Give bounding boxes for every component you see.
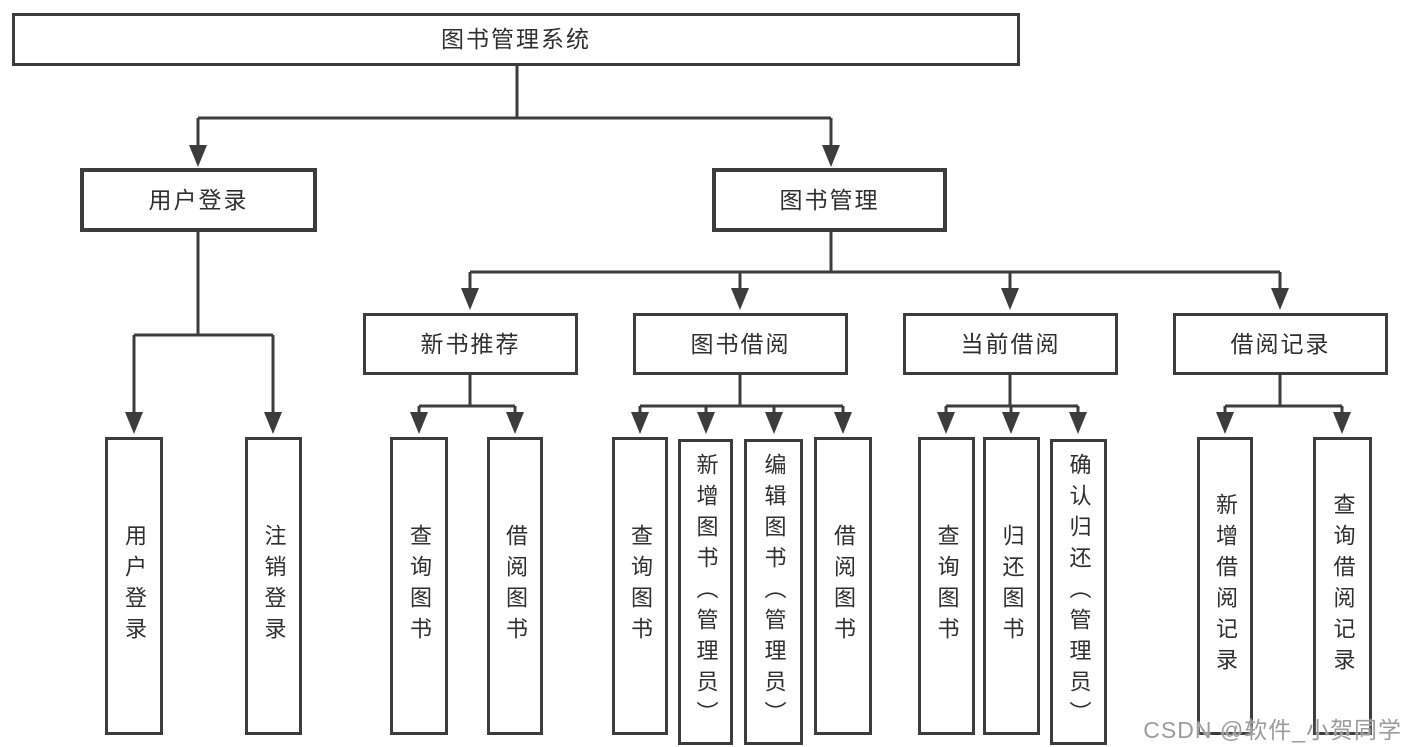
csdn-watermark: CSDN @软件_小贺同学	[1143, 717, 1402, 743]
leaf-borrow-book-recommend: 借阅图书	[487, 437, 543, 735]
leaf-edit-book-admin: 编辑图书（管理员）	[744, 439, 803, 745]
arrowhead-icons	[125, 145, 1351, 434]
leaf-add-borrow-record: 新增借阅记录	[1197, 437, 1253, 735]
leaf-query-book-borrowing: 查询图书	[612, 437, 668, 735]
leaf-confirm-return-admin: 确认归还（管理员）	[1050, 439, 1107, 745]
node-current-borrowing: 当前借阅	[903, 313, 1118, 375]
node-new-book-recommend: 新书推荐	[363, 313, 578, 375]
leaf-borrow-book: 借阅图书	[814, 437, 872, 735]
leaf-query-book-recommend: 查询图书	[390, 437, 448, 735]
node-borrowing-records: 借阅记录	[1173, 313, 1388, 375]
leaf-user-login: 用户登录	[105, 437, 163, 735]
node-user-login-module: 用户登录	[80, 168, 317, 232]
leaf-query-book-current: 查询图书	[918, 437, 975, 735]
leaf-return-book: 归还图书	[983, 437, 1040, 735]
leaf-logout: 注销登录	[245, 437, 302, 735]
leaf-add-book-admin: 新增图书（管理员）	[678, 439, 733, 745]
node-root-system: 图书管理系统	[12, 13, 1020, 66]
node-book-management-module: 图书管理	[712, 168, 947, 232]
leaf-query-borrow-record: 查询借阅记录	[1313, 437, 1372, 735]
node-book-borrowing: 图书借阅	[633, 313, 848, 375]
